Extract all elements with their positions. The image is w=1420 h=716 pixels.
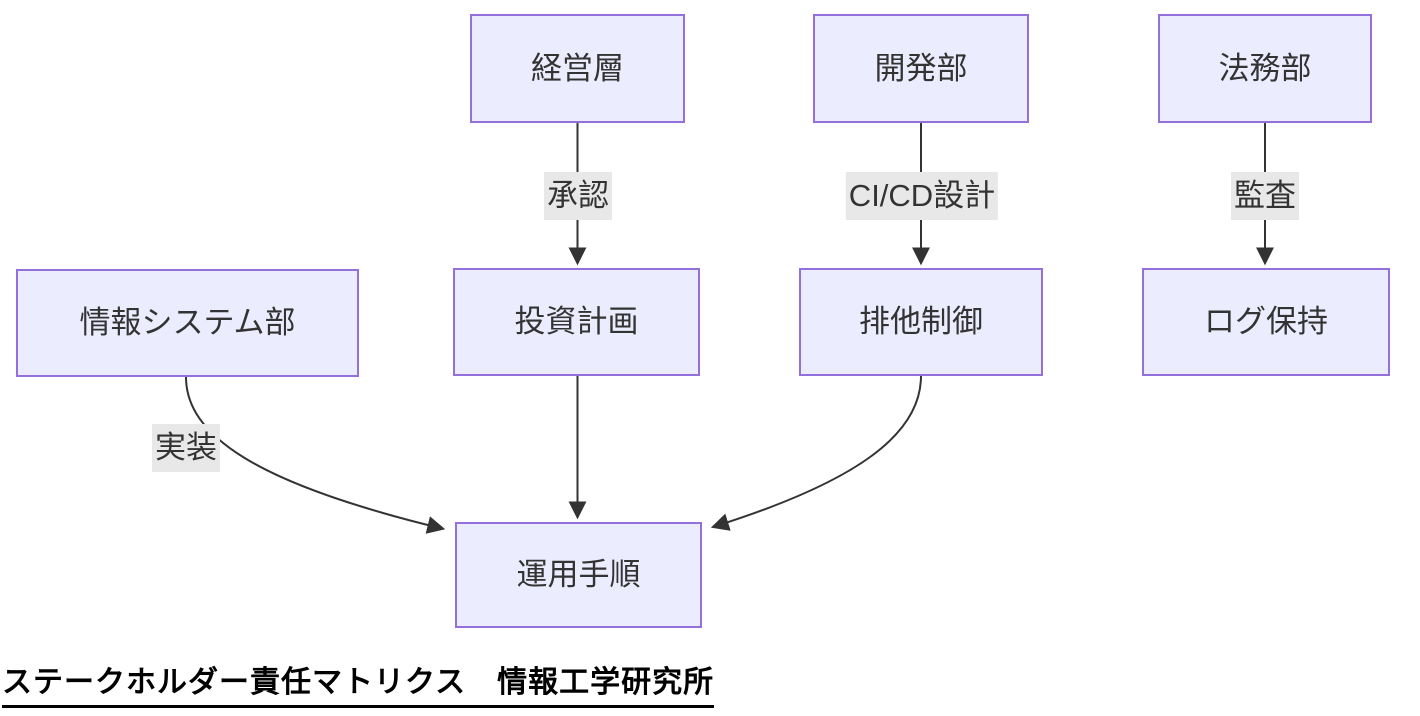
node-log-retention: ログ保持 <box>1142 268 1390 376</box>
node-info-systems-dept: 情報システム部 <box>16 269 359 377</box>
edge-label-audit: 監査 <box>1231 172 1299 220</box>
node-management-label: 経営層 <box>531 50 624 86</box>
node-operation-procedure-label: 運用手順 <box>516 557 641 593</box>
node-log-retention-label: ログ保持 <box>1204 304 1328 340</box>
edge-label-implementation: 実装 <box>152 424 220 472</box>
edge-exclusive-control-to-operation-procedure <box>710 375 922 531</box>
node-info-systems-dept-label: 情報システム部 <box>79 305 296 341</box>
node-exclusive-control: 排他制御 <box>799 268 1043 376</box>
node-dev-dept-label: 開発部 <box>874 50 968 86</box>
edge-info-systems-to-operation-procedure <box>185 376 446 534</box>
diagram-caption: ステークホルダー責任マトリクス 情報工学研究所 <box>2 657 715 708</box>
node-management: 経営層 <box>470 14 685 123</box>
node-exclusive-control-label: 排他制御 <box>859 304 983 340</box>
node-legal-dept: 法務部 <box>1158 14 1372 123</box>
node-investment-plan-label: 投資計画 <box>514 304 639 340</box>
node-investment-plan: 投資計画 <box>453 268 700 376</box>
node-legal-dept-label: 法務部 <box>1218 50 1312 86</box>
edge-label-approval: 承認 <box>544 172 612 220</box>
node-dev-dept: 開発部 <box>813 14 1029 123</box>
node-operation-procedure: 運用手順 <box>455 522 702 628</box>
edge-label-cicd-design: CI/CD設計 <box>845 172 999 220</box>
